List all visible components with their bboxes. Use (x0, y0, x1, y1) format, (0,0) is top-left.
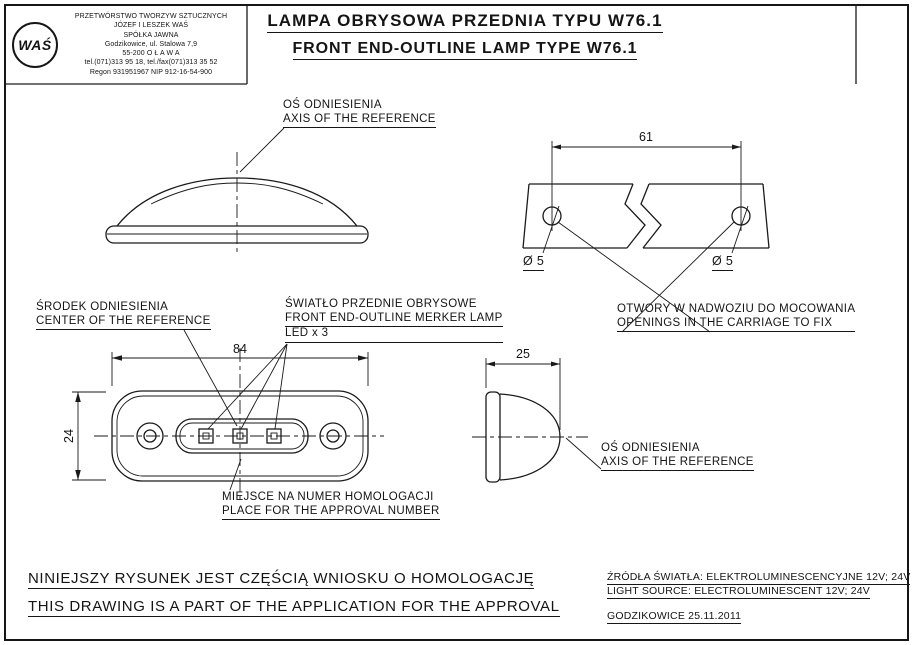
hole-diameter-right: Ø 5 (712, 254, 734, 271)
light-source-en: LIGHT SOURCE: ELECTROLUMINESCENT 12V; 24… (607, 585, 870, 599)
place-and-date: GODZIKOWICE 25.11.2011 (607, 610, 742, 624)
side-view-drawing (105, 127, 369, 252)
dim-hole-spacing: 61 (639, 130, 653, 144)
mounting-holes-drawing: 61 (522, 130, 770, 333)
marker-lamp-pl: ŚWIATŁO PRZEDNIE OBRYSOWE (285, 298, 477, 310)
company-line: SPÓŁKA JAWNA (123, 31, 179, 39)
center-reference-label: ŚRODEK ODNIESIENIA CENTER OF THE REFEREN… (36, 301, 211, 330)
company-line: JÓZEF I LESZEK WAŚ (113, 22, 189, 30)
axis-reference-label-side: OŚ ODNIESIENIA AXIS OF THE REFERENCE (283, 99, 436, 128)
dim-lamp-width: 84 (233, 342, 247, 356)
approval-number-pl: MIEJSCE NA NUMER HOMOLOGACJI (222, 491, 434, 503)
dim-lamp-depth: 25 (516, 347, 530, 361)
mount-holes-pl: OTWORY W NADWOZIU DO MOCOWANIA (617, 303, 856, 315)
hole-diameter-left: Ø 5 (523, 254, 545, 271)
mount-holes-en: OPENINGS IN THE CARRIAGE TO FIX (617, 317, 856, 332)
company-info-block: PRZETWÓRSTWO TWORZYW SZTUCZNYCH JÓZEF I … (58, 12, 244, 77)
axis-reference-en: AXIS OF THE REFERENCE (283, 113, 436, 128)
company-line: tel.(071)313 95 18, tel./fax(071)313 35 … (84, 59, 218, 67)
company-line: PRZETWÓRSTWO TWORZYW SZTUCZNYCH (74, 13, 228, 20)
light-source-pl: ŹRÓDŁA ŚWIATŁA: ELEKTROLUMINESCENCYJNE 1… (607, 571, 911, 585)
title-block: LAMPA OBRYSOWA PRZEDNIA TYPU W76.1 FRONT… (250, 11, 680, 60)
mount-holes-label: OTWORY W NADWOZIU DO MOCOWANIA OPENINGS … (617, 303, 856, 332)
marker-lamp-led-note: LED x 3 (285, 327, 503, 343)
front-view-drawing: 84 24 (62, 329, 384, 500)
marker-lamp-en: FRONT END-OUTLINE MERKER LAMP (285, 312, 503, 327)
drawing-title-pl: LAMPA OBRYSOWA PRZEDNIA TYPU W76.1 (267, 11, 663, 33)
center-reference-pl: ŚRODEK ODNIESIENIA (36, 301, 169, 313)
approval-statement-en: THIS DRAWING IS A PART OF THE APPLICATIO… (28, 598, 560, 617)
profile-view-drawing: 25 (472, 347, 602, 483)
approval-number-en: PLACE FOR THE APPROVAL NUMBER (222, 505, 440, 520)
center-reference-en: CENTER OF THE REFERENCE (36, 315, 211, 330)
company-logo: WAŚ (12, 22, 58, 68)
header-divider-lines (6, 6, 857, 85)
company-line: 55-200 O Ł A W A (122, 50, 180, 58)
dim-lamp-height: 24 (62, 429, 76, 443)
company-logo-text: WAŚ (18, 37, 52, 53)
company-line: Godzikowice, ul. Stalowa 7,9 (104, 40, 198, 48)
drawing-title-en: FRONT END-OUTLINE LAMP TYPE W76.1 (292, 40, 638, 60)
axis-reference-profile-pl: OŚ ODNIESIENIA (601, 442, 700, 454)
approval-statement-pl: NINIEJSZY RYSUNEK JEST CZĘŚCIĄ WNIOSKU O… (28, 570, 535, 589)
approval-number-label: MIEJSCE NA NUMER HOMOLOGACJI PLACE FOR T… (222, 491, 440, 520)
axis-reference-pl: OŚ ODNIESIENIA (283, 99, 382, 111)
axis-reference-label-profile: OŚ ODNIESIENIA AXIS OF THE REFERENCE (601, 442, 754, 471)
marker-lamp-label: ŚWIATŁO PRZEDNIE OBRYSOWE FRONT END-OUTL… (285, 298, 503, 343)
company-line: Regon 931951967 NIP 912-16-54-900 (89, 68, 213, 76)
axis-reference-profile-en: AXIS OF THE REFERENCE (601, 456, 754, 471)
